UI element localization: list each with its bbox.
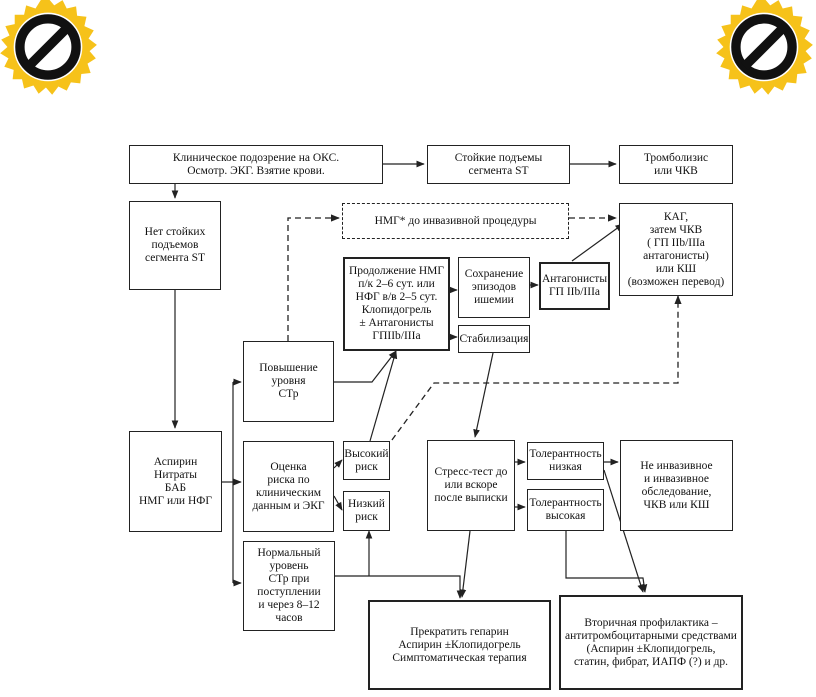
node-nmg-before-invasive: НМГ* до инвазивной процедуры — [342, 203, 569, 239]
node-stabilization: Стабилизация — [458, 325, 530, 353]
node-clinical-suspicion: Клиническое подозрение на ОКС. Осмотр. Э… — [129, 145, 383, 184]
node-risk-evaluation: Оценка риска по клиническим данным и ЭКГ — [243, 441, 334, 532]
node-kag-pci: КАГ, затем ЧКВ ( ГП IIb/IIIa антагонисты… — [619, 203, 733, 296]
prohibited-sign-icon — [0, 0, 97, 95]
node-low-risk: Низкий риск — [343, 491, 390, 531]
node-tolerance-high: Толерантность высокая — [527, 489, 604, 531]
node-persistent-ischemia: Сохранение эпизодов ишемии — [458, 257, 530, 318]
node-continue-nmg: Продолжение НМГ п/к 2–6 сут. или НФГ в/в… — [343, 257, 450, 351]
node-invasive-exam: Не инвазивное и инвазивное обследование,… — [620, 440, 733, 531]
node-tolerance-low: Толерантность низкая — [527, 442, 604, 480]
node-stop-heparin: Прекратить гепарин Аспирин ±Клопидогрель… — [368, 600, 551, 690]
node-troponin-normal: Нормальный уровень СТр при поступлении и… — [243, 541, 335, 631]
stamp-badge — [716, 0, 813, 95]
node-stress-test: Стресс-тест до или вскоре после выписки — [427, 440, 515, 531]
node-secondary-prevention: Вторичная профилактика – антитромбоцитар… — [559, 595, 743, 690]
prohibited-sign-icon — [716, 0, 813, 95]
node-st-elevation: Стойкие подъемы сегмента ST — [427, 145, 570, 184]
node-thrombolysis: Тромболизис или ЧКВ — [619, 145, 733, 184]
node-gp-antagonists: Антагонисты ГП IIb/IIIa — [539, 262, 610, 310]
node-no-st-elevation: Нет стойких подъемов сегмента ST — [129, 201, 221, 290]
node-troponin-elevated: Повышение уровня СТр — [243, 341, 334, 422]
node-aspirin-therapy: Аспирин Нитраты БАБ НМГ или НФГ — [129, 431, 222, 532]
stamp-badge — [0, 0, 97, 95]
node-high-risk: Высокий риск — [343, 441, 390, 480]
